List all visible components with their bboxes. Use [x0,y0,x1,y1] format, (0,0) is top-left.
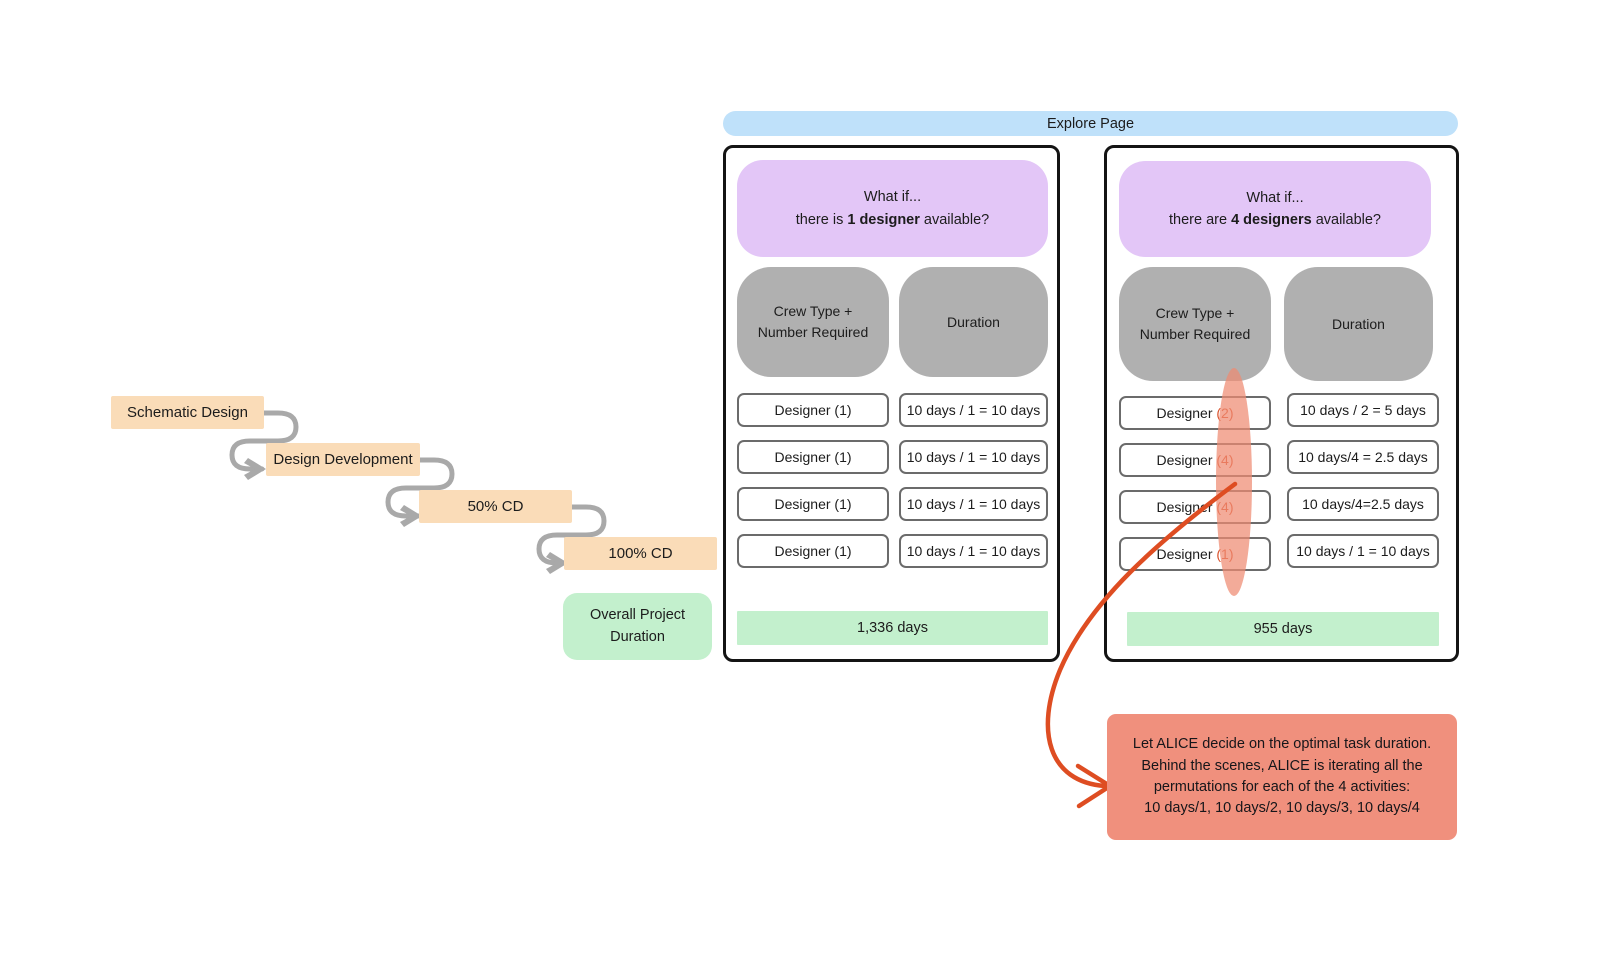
duration-cell-label: 10 days/4=2.5 days [1302,496,1424,512]
crew-cell[interactable]: Designer (1) [737,440,889,474]
crew-cell-base: Designer [1156,499,1217,515]
crew-header-line2: Number Required [1139,326,1251,342]
total-duration-bar-one: 1,336 days [737,611,1048,645]
whatif-emphasis: 1 designer [847,211,920,228]
whatif-line1: What if... [1246,189,1304,206]
crew-cell[interactable]: Designer (1) [737,487,889,521]
duration-cell[interactable]: 10 days / 1 = 10 days [1287,534,1439,568]
duration-cell-label: 10 days / 1 = 10 days [906,402,1041,418]
duration-cell[interactable]: 10 days/4=2.5 days [1287,487,1439,521]
crew-cell-label: Designer (1) [774,449,852,465]
crew-cell[interactable]: Designer (1) [737,393,889,427]
callout-arrowhead-icon [1075,763,1113,809]
flow-box-design-development[interactable]: Design Development [266,443,420,476]
callout-line2: Behind the scenes, ALICE is iterating al… [1141,757,1423,774]
duration-header-label: Duration [947,313,1000,330]
crew-cell-label: Designer (1) [774,543,852,559]
crew-cell-base: Designer [1156,546,1217,562]
crew-cell-base: Designer [1156,405,1217,421]
connector-arrowhead-1-icon [244,458,266,480]
duration-cell[interactable]: 10 days / 2 = 5 days [1287,393,1439,427]
overall-project-duration-box: Overall Project Duration [563,593,712,660]
crew-cell-label: Designer (1) [774,402,852,418]
duration-header-label: Duration [1332,315,1385,332]
scenario-panel-four-designers: What if... there are 4 designers availab… [1104,145,1459,662]
total-duration-label: 1,336 days [857,620,928,636]
whatif-emphasis: 4 designers [1231,212,1312,228]
explore-page-banner[interactable]: Explore Page [723,111,1458,136]
duration-cell-label: 10 days / 1 = 10 days [906,496,1041,512]
crew-cell-label: Designer (1) [774,496,852,512]
duration-cell-label: 10 days / 1 = 10 days [906,449,1041,465]
crew-header-line2: Number Required [757,324,869,340]
scenario-panel-one-designer: What if... there is 1 designer available… [723,145,1060,662]
crew-count-highlight-ellipse [1216,368,1252,596]
alice-explanation-callout: Let ALICE decide on the optimal task dur… [1107,714,1457,840]
crew-header-line1: Crew Type + [773,303,853,319]
duration-cell[interactable]: 10 days / 1 = 10 days [899,487,1048,521]
flow-box-label: 50% CD [467,497,524,515]
total-duration-bar-four: 955 days [1127,612,1439,646]
whatif-prefix: there is [795,211,848,228]
callout-line4: 10 days/1, 10 days/2, 10 days/3, 10 days… [1144,800,1420,817]
duration-cell-label: 10 days / 1 = 10 days [1296,543,1430,559]
flow-box-100-cd[interactable]: 100% CD [564,537,717,570]
duration-cell[interactable]: 10 days/4 = 2.5 days [1287,440,1439,474]
column-header-crew-four: Crew Type + Number Required [1119,267,1271,381]
column-header-duration-four: Duration [1284,267,1433,381]
flow-box-label: Design Development [273,450,413,468]
whatif-card-four-designers: What if... there are 4 designers availab… [1119,161,1431,257]
flow-box-50-cd[interactable]: 50% CD [419,490,572,523]
flow-box-schematic-design[interactable]: Schematic Design [111,396,264,429]
column-header-duration-one: Duration [899,267,1048,377]
crew-cell[interactable]: Designer (1) [737,534,889,568]
overall-duration-line2: Duration [610,628,665,645]
whatif-suffix: available? [1311,212,1381,228]
whatif-line2: there is 1 designer available? [796,209,989,231]
total-duration-label: 955 days [1253,621,1313,637]
callout-line1: Let ALICE decide on the optimal task dur… [1132,736,1432,753]
whatif-prefix: there are [1169,212,1232,228]
duration-cell[interactable]: 10 days / 1 = 10 days [899,440,1048,474]
whatif-line1: What if... [863,189,922,206]
callout-line3: permutations for each of the 4 activitie… [1153,779,1411,795]
duration-cell[interactable]: 10 days / 1 = 10 days [899,534,1048,568]
overall-duration-line1: Overall Project [589,607,686,624]
whatif-card-one-designer: What if... there is 1 designer available… [737,160,1048,257]
flow-box-label: 100% CD [608,544,673,562]
whatif-suffix: available? [919,211,990,228]
duration-cell[interactable]: 10 days / 1 = 10 days [899,393,1048,427]
flow-box-label: Schematic Design [127,403,248,421]
crew-header-line1: Crew Type + [1155,305,1235,321]
duration-cell-label: 10 days / 2 = 5 days [1300,402,1426,418]
explore-page-label: Explore Page [1046,115,1135,132]
column-header-crew-one: Crew Type + Number Required [737,267,889,377]
crew-cell-base: Designer [1156,452,1217,468]
whatif-line2: there are 4 designers available? [1169,209,1381,231]
duration-cell-label: 10 days/4 = 2.5 days [1298,449,1428,465]
duration-cell-label: 10 days / 1 = 10 days [906,543,1041,559]
